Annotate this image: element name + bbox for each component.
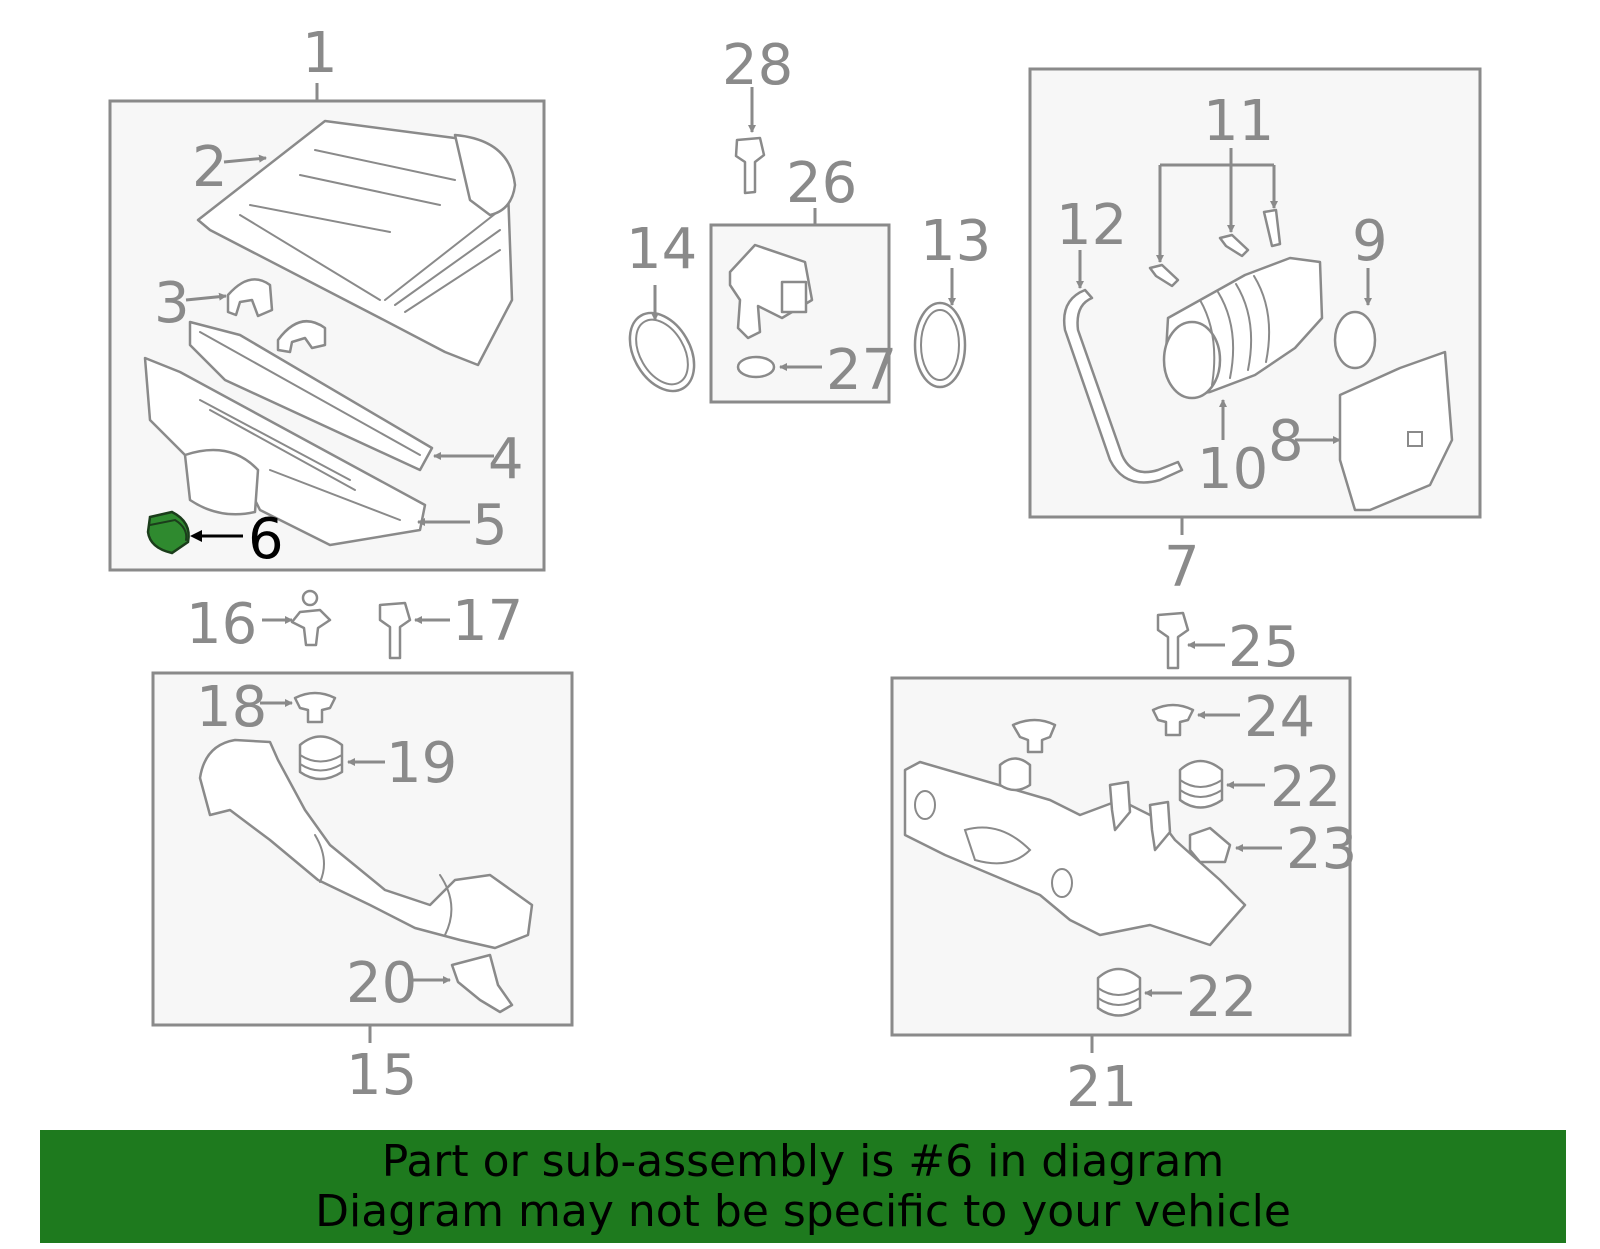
callout-11: 11 <box>1203 89 1274 154</box>
callout-16: 16 <box>186 592 257 657</box>
callout-22b: 22 <box>1186 965 1257 1030</box>
info-banner: Part or sub-assembly is #6 in diagram Di… <box>40 1130 1566 1243</box>
shield-group: 25 24 22 23 22 21 <box>890 611 1357 1120</box>
hose-clamp-13 <box>913 301 967 389</box>
banner-line-1: Part or sub-assembly is #6 in diagram <box>381 1135 1225 1187</box>
air-cleaner-assembly-group: 1 2 3 4 5 6 <box>108 21 546 572</box>
bolt-25 <box>1156 611 1190 670</box>
callout-12: 12 <box>1056 193 1127 258</box>
callout-19: 19 <box>386 731 457 796</box>
grommet-18 <box>293 691 337 724</box>
hose-clamp-9 <box>1333 310 1377 370</box>
callout-5: 5 <box>472 493 508 558</box>
callout-6: 6 <box>248 507 284 572</box>
callout-27: 27 <box>826 338 897 403</box>
callout-23: 23 <box>1286 817 1357 882</box>
callout-2: 2 <box>192 135 228 200</box>
callout-21: 21 <box>1066 1055 1137 1120</box>
callout-15: 15 <box>346 1043 417 1108</box>
hose-part <box>1062 288 1184 484</box>
callout-24: 24 <box>1244 685 1315 750</box>
sensor-part <box>728 243 814 340</box>
callout-10: 10 <box>1197 437 1268 502</box>
spacer-23 <box>1188 826 1232 864</box>
callout-28: 28 <box>722 33 793 98</box>
banner-line-2: Diagram may not be specific to your vehi… <box>315 1185 1291 1237</box>
air-cleaner-cover <box>196 119 514 367</box>
clip-16 <box>290 608 332 647</box>
hose-clamp-14 <box>628 311 696 393</box>
intake-duct-group: 11 12 9 10 8 7 <box>1028 67 1482 600</box>
callout-3: 3 <box>154 271 190 336</box>
callout-18: 18 <box>196 675 267 740</box>
callout-7: 7 <box>1164 535 1200 600</box>
bracket-part <box>226 278 274 318</box>
callout-1: 1 <box>302 21 338 86</box>
callout-8: 8 <box>1268 409 1304 474</box>
inlet-duct-group: 16 17 18 19 20 15 <box>151 589 574 1108</box>
shield-part <box>903 760 1247 947</box>
sensor-group: 28 26 27 14 13 <box>626 33 991 404</box>
bolt-17 <box>378 601 412 660</box>
callout-25: 25 <box>1228 615 1299 680</box>
callout-17: 17 <box>452 589 523 654</box>
filter-element <box>188 320 434 472</box>
callout-9: 9 <box>1352 209 1388 274</box>
callout-26: 26 <box>786 151 857 216</box>
callout-20: 20 <box>346 951 417 1016</box>
resonator-part <box>1338 350 1454 512</box>
assembly-box-15 <box>151 671 574 1027</box>
bracket-20 <box>450 953 514 1014</box>
bolt-28 <box>734 136 766 195</box>
callout-13: 13 <box>920 209 991 274</box>
callout-14: 14 <box>626 217 697 282</box>
o-ring <box>736 355 776 379</box>
callout-4: 4 <box>488 427 524 492</box>
grommet-24 <box>1151 703 1195 737</box>
callout-22a: 22 <box>1270 755 1341 820</box>
